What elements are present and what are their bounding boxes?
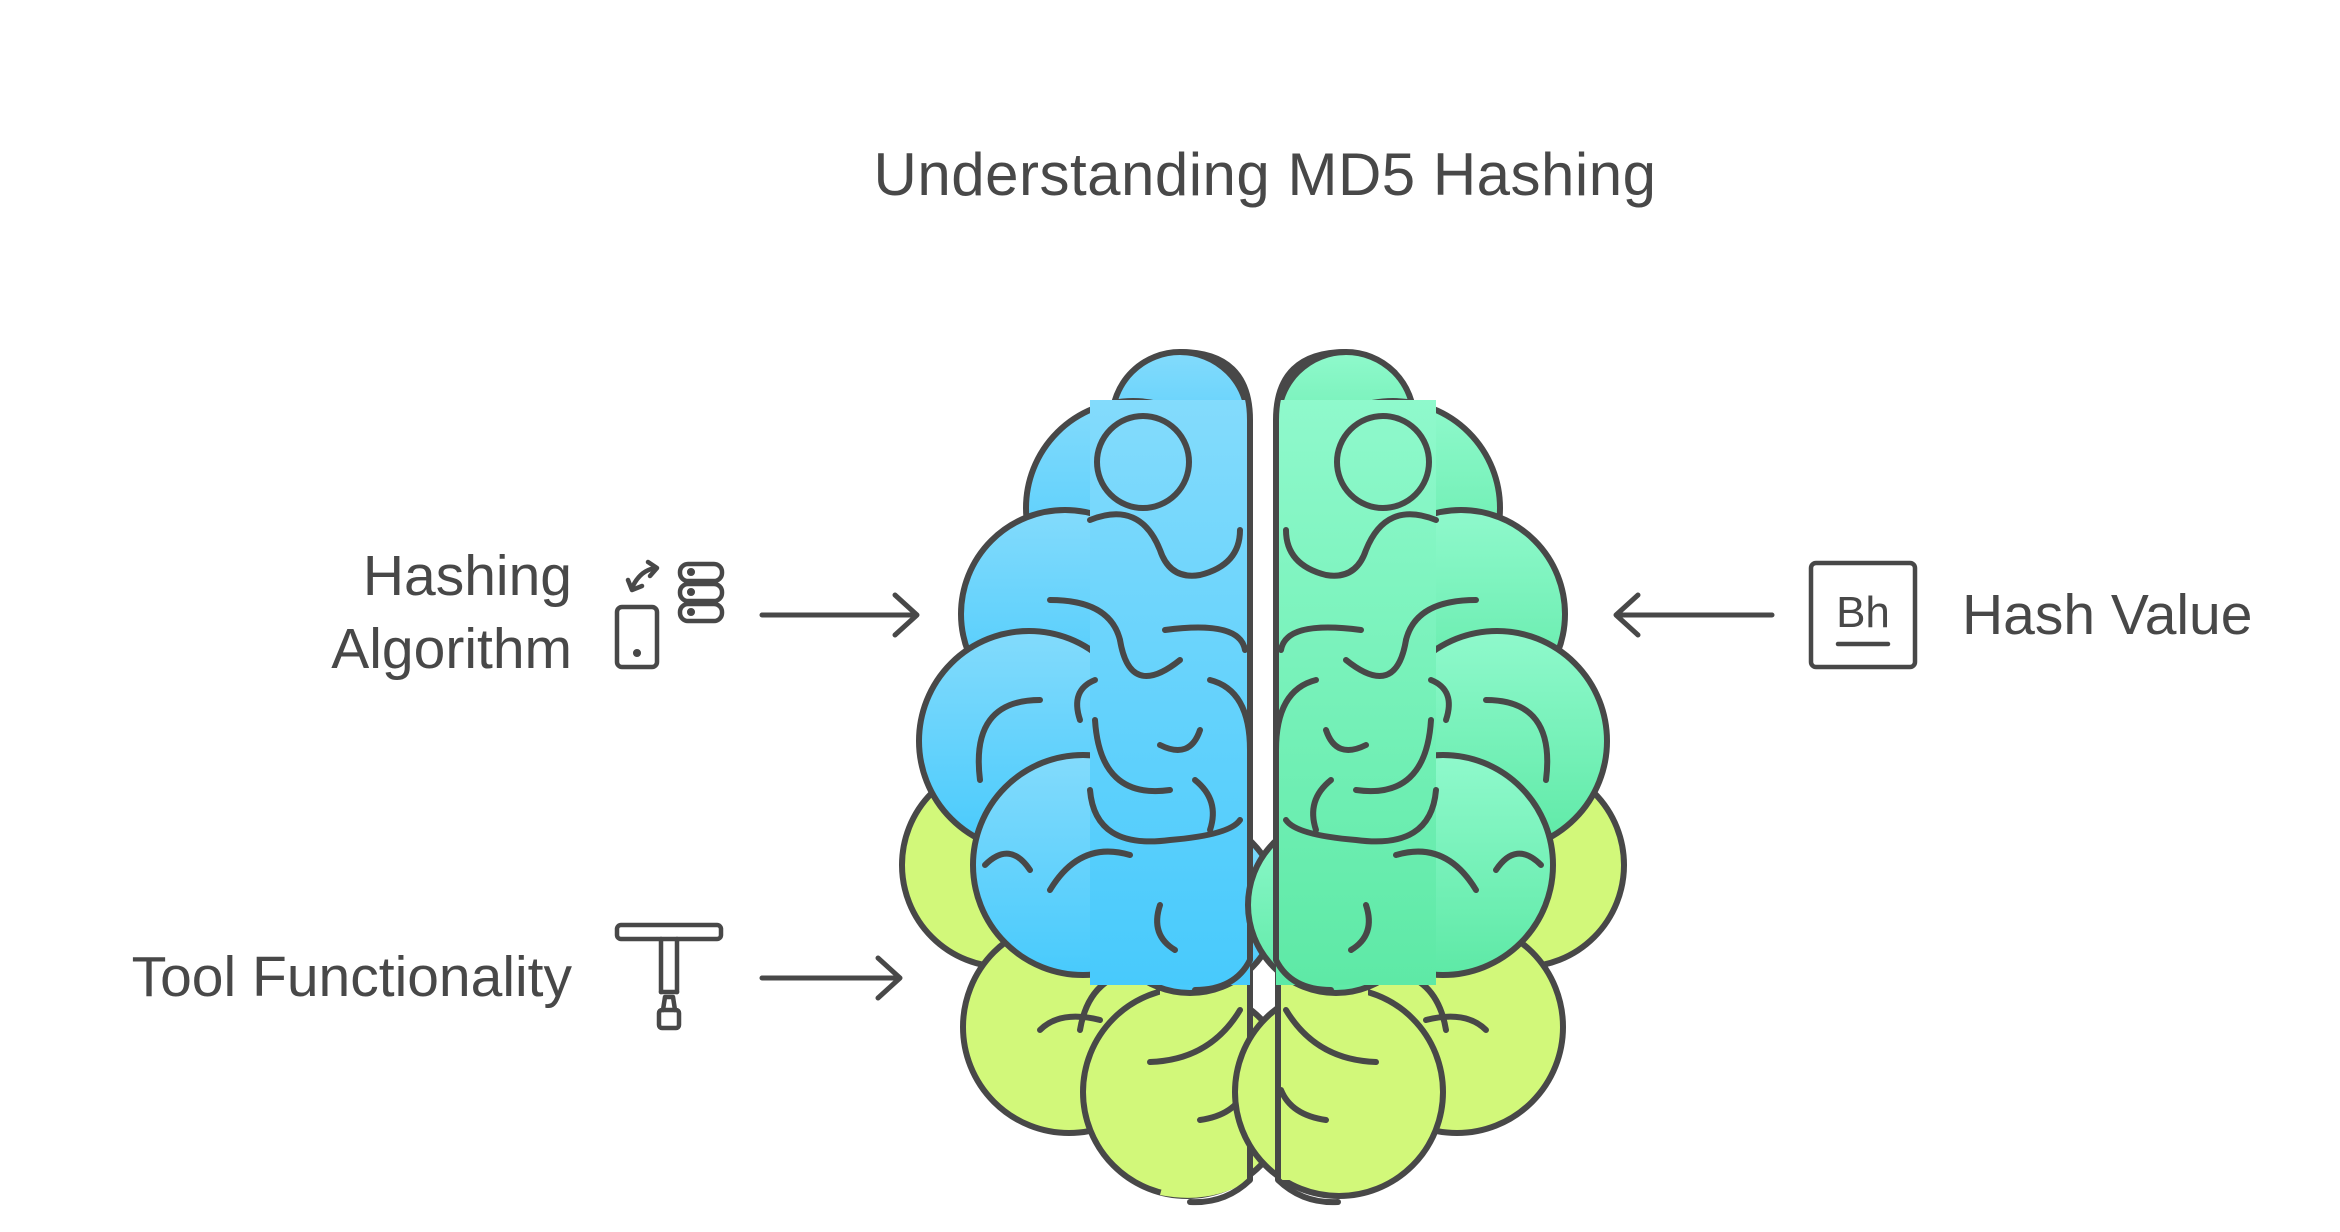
device-server-sync-icon bbox=[614, 559, 725, 670]
label-hashing-algorithm-line-2: Algorithm bbox=[331, 617, 572, 681]
label-hashing-algorithm: Hashing Algorithm bbox=[200, 540, 572, 686]
label-hashing-algorithm-line-1: Hashing bbox=[362, 544, 572, 608]
label-hash-value: Hash Value bbox=[1962, 583, 2253, 647]
label-tool-functionality: Tool Functionality bbox=[131, 945, 572, 1009]
page-title: Understanding MD5 Hashing bbox=[873, 141, 1657, 208]
arrow-hash-value bbox=[1613, 592, 1775, 638]
right-hemisphere bbox=[1245, 349, 1610, 996]
bh-element-text: Bh bbox=[1836, 588, 1890, 637]
t-tool-icon bbox=[614, 922, 724, 1031]
arrow-tool-functionality bbox=[759, 955, 903, 1001]
left-hemisphere bbox=[916, 349, 1281, 996]
arrow-hashing-algorithm bbox=[759, 592, 920, 638]
bh-element-icon: Bh bbox=[1808, 560, 1918, 670]
